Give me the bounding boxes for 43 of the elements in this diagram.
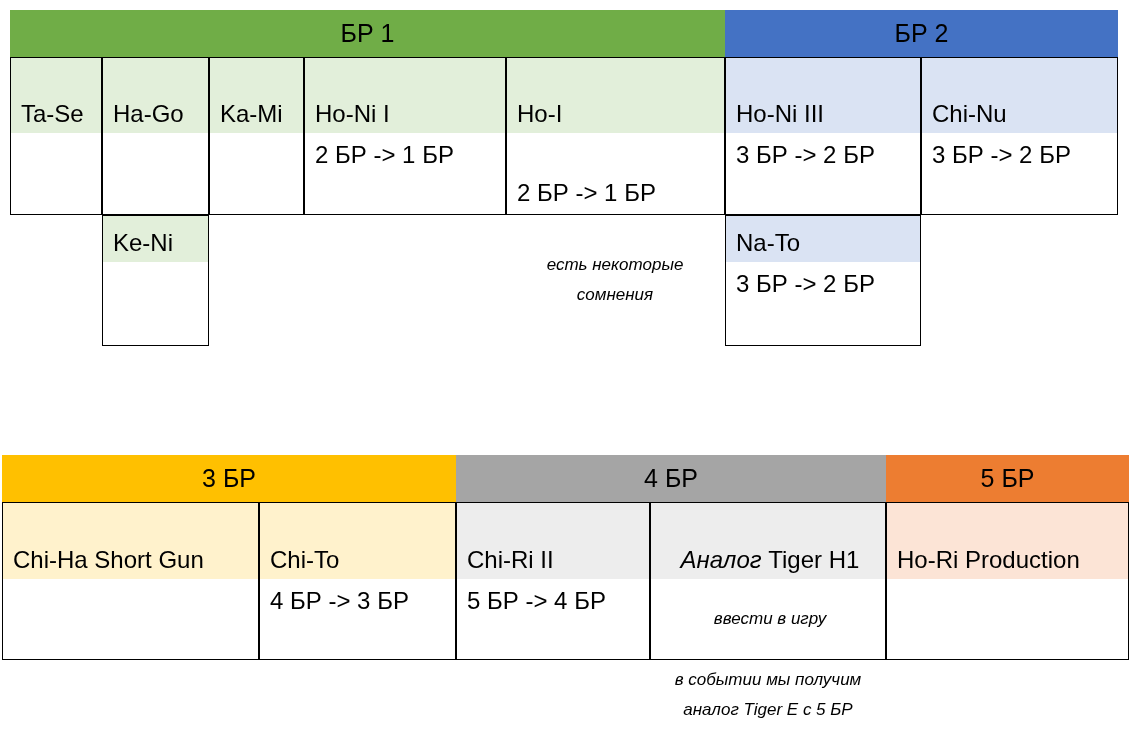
header-band: 5 БР [886,455,1129,502]
table-cell [506,57,725,215]
cell-heading: Ke-Ni [113,228,174,258]
cell-heading: Chi-Nu [932,99,1008,129]
cell-heading: Ho-Ni III [736,99,825,129]
cell-heading: Chi-Ha Short Gun [13,545,205,575]
table-cell [456,502,650,660]
table-cell [209,57,304,215]
table-cell [725,215,921,346]
table-cell [2,502,259,660]
table-cell [921,57,1118,215]
cell-heading: Ha-Go [113,99,185,129]
note-text: есть некоторые сомнения [545,254,685,306]
header-band: 4 БР [456,455,886,502]
cell-text: 4 БР -> 3 БР [270,586,410,616]
cell-heading: Chi-To [270,545,341,575]
cell-text: 2 БР -> 1 БР [315,140,455,170]
cell-heading: Ho-Ri Production [897,545,1081,575]
cell-heading: Na-To [736,228,802,258]
cell-heading: Ta-Se [21,99,85,129]
cell-text: 3 БР -> 2 БР [736,269,876,299]
table-cell [304,57,506,215]
table-cell [102,57,209,215]
table-cell [650,502,886,660]
table-cell [10,57,102,215]
table-cell [102,215,209,346]
cell-text: ввести в игру [712,608,828,630]
table-cell [259,502,456,660]
cell-text: 2 БР -> 1 БР [517,178,657,208]
cell-heading: Ka-Mi [220,99,284,129]
note-text: в событии мы получим аналог Tiger E с 5 БР [673,669,863,721]
table-cell [725,57,921,215]
cell-heading: Аналог Tiger H1 [678,545,861,575]
cell-text: 5 БР -> 4 БР [467,586,607,616]
cell-heading: Chi-Ri II [467,545,555,575]
cell-heading: Ho-Ni I [315,99,391,129]
header-band: БР 2 [725,10,1118,57]
table-cell [886,502,1129,660]
header-band: БР 1 [10,10,725,57]
cell-heading: Ho-I [517,99,564,129]
cell-text: 3 БР -> 2 БР [932,140,1072,170]
header-band: 3 БР [2,455,456,502]
cell-text: 3 БР -> 2 БР [736,140,876,170]
